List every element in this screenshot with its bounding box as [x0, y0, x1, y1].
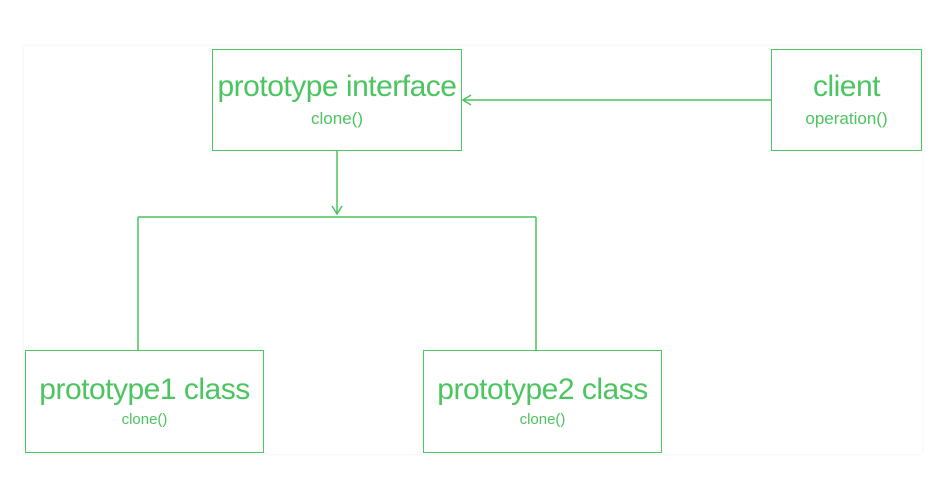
prototype2-class-box: prototype2 class clone(): [423, 350, 662, 453]
prototype1-class-title: prototype1 class: [39, 372, 250, 406]
prototype-interface-box: prototype interface clone(): [212, 49, 462, 151]
prototype2-class-method: clone(): [519, 410, 566, 428]
prototype-interface-title: prototype interface: [217, 70, 457, 103]
client-title: client: [812, 70, 881, 103]
prototype1-class-box: prototype1 class clone(): [25, 350, 264, 453]
prototype2-class-title: prototype2 class: [437, 372, 648, 406]
client-box: client operation(): [771, 49, 922, 151]
prototype1-class-method: clone(): [121, 410, 168, 428]
prototype-interface-method: clone(): [311, 109, 363, 128]
client-method: operation(): [805, 109, 888, 128]
